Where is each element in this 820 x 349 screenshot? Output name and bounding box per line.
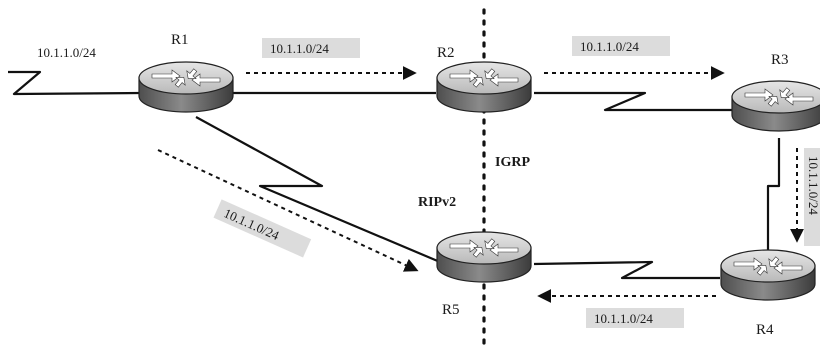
- router-r5[interactable]: [436, 231, 532, 283]
- router-r2[interactable]: [436, 61, 532, 113]
- link-r4-r5: [533, 260, 720, 280]
- advertisement-label-r1-r2: 10.1.1.0/24: [262, 38, 360, 58]
- router-icon: [720, 249, 816, 301]
- advertisement-label-r3-r4: 10.1.1.0/24: [804, 148, 820, 246]
- router-label-r1: R1: [171, 32, 189, 48]
- svg-text:10.1.1.0/24: 10.1.1.0/24: [580, 39, 639, 54]
- router-icon: [731, 80, 820, 132]
- link-r2-r3: [534, 91, 732, 112]
- router-label-r3: R3: [771, 52, 789, 68]
- router-label-r2: R2: [437, 45, 455, 61]
- link-inbound-r1: [8, 70, 141, 96]
- router-icon: [436, 61, 532, 113]
- router-icon: [436, 231, 532, 283]
- svg-text:10.1.1.0/24: 10.1.1.0/24: [594, 311, 653, 326]
- router-label-r5: R5: [442, 302, 460, 318]
- router-r1[interactable]: [138, 61, 234, 113]
- domain-label-ripv2: RIPv2: [418, 195, 456, 210]
- advertisement-label-r4-r5: 10.1.1.0/24: [586, 308, 684, 328]
- router-icon: [138, 61, 234, 113]
- link-r1-r5: [195, 116, 441, 264]
- domain-label-igrp: IGRP: [495, 155, 530, 170]
- router-r3[interactable]: [731, 80, 820, 132]
- svg-text:10.1.1.0/24: 10.1.1.0/24: [270, 41, 329, 56]
- network-prefix-label: 10.1.1.0/24: [37, 45, 96, 60]
- advertisement-label-r1-r5: 10.1.1.0/24: [213, 199, 312, 258]
- link-r3-r4: [766, 138, 781, 260]
- advertisement-label-r2-r3: 10.1.1.0/24: [572, 36, 670, 56]
- router-r4[interactable]: [720, 249, 816, 301]
- svg-text:10.1.1.0/24: 10.1.1.0/24: [806, 156, 820, 215]
- router-label-r4: R4: [756, 322, 774, 338]
